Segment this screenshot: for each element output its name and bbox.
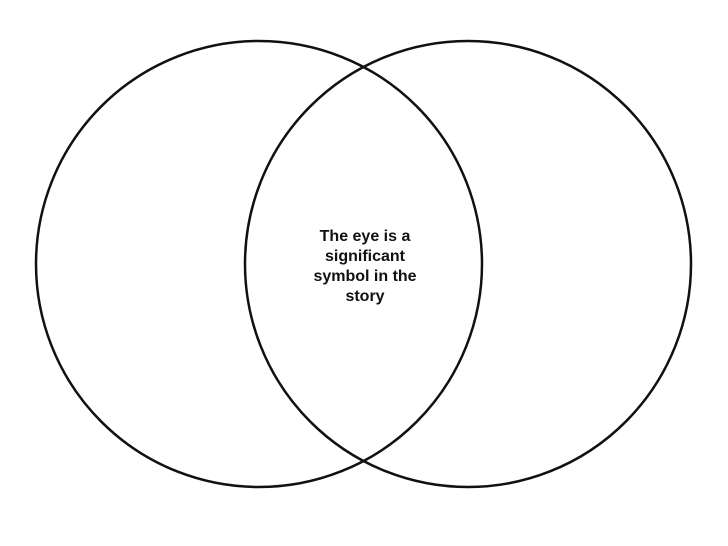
left-circle	[34, 39, 484, 489]
intersection-label: The eye is a significant symbol in the s…	[313, 228, 417, 305]
right-circle	[243, 39, 693, 489]
